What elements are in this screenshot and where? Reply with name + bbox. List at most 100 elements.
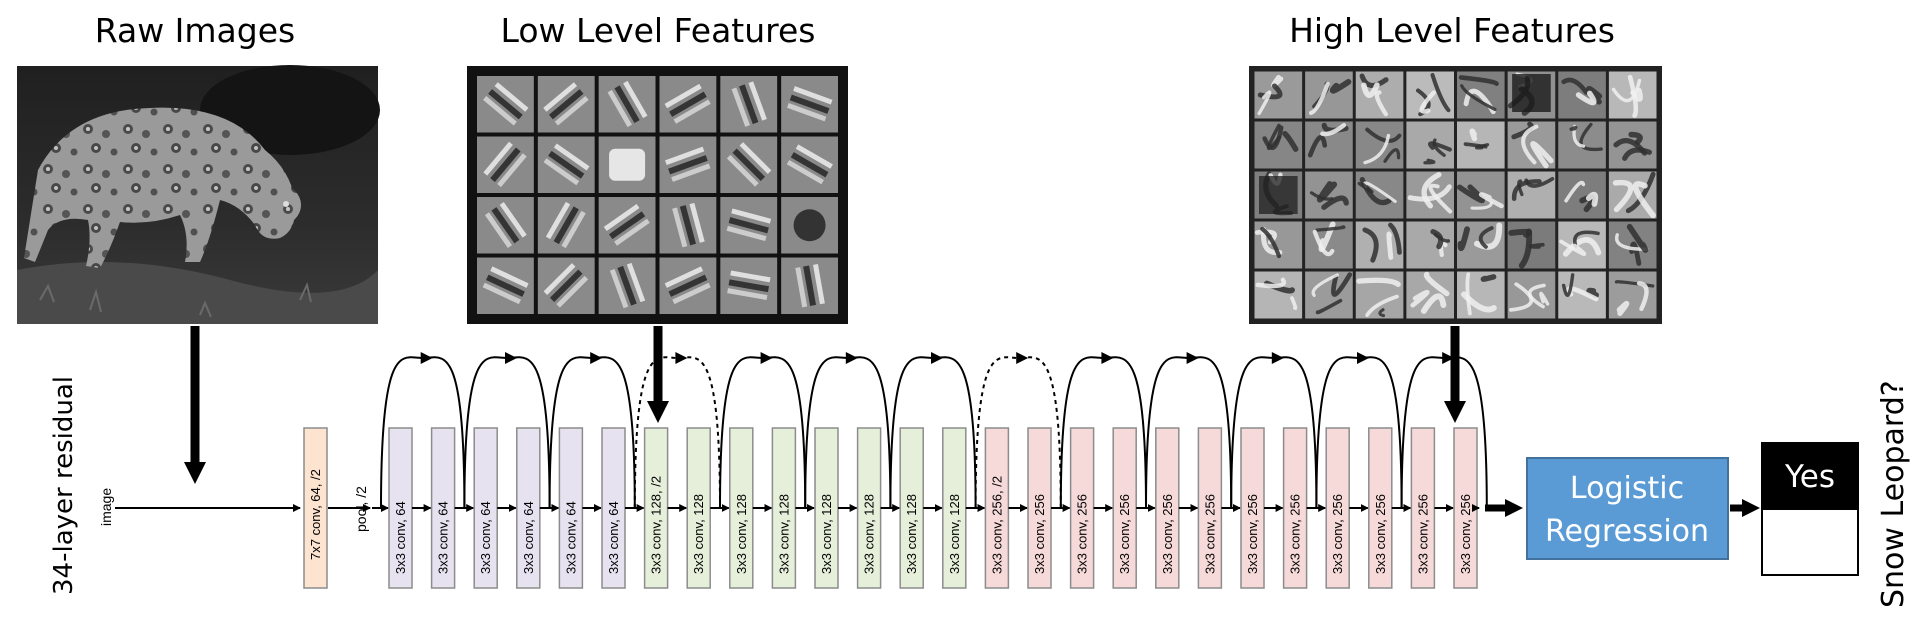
low-feature-cell <box>720 136 778 193</box>
layer-block: 3x3 conv, 256 <box>1368 427 1412 589</box>
layer-block: 3x3 conv, 256 <box>1069 427 1114 589</box>
layer-label: 3x3 conv, 256 <box>1288 494 1303 574</box>
high-feature-cell <box>1608 121 1657 169</box>
low-feature-cell <box>781 136 838 193</box>
high-feature-cell <box>1254 221 1303 269</box>
high-feature-cell <box>1305 171 1353 219</box>
layer-label: 3x3 conv, 256 <box>1330 494 1345 574</box>
low-feature-cell <box>598 76 656 133</box>
high-feature-cell <box>1558 271 1606 319</box>
raw-leopard-image <box>17 65 380 324</box>
layer-block: 3x3 conv, 128 <box>686 427 730 589</box>
layer-label: 3x3 conv, 256 <box>1415 494 1430 574</box>
high-feature-cell <box>1355 171 1404 219</box>
shortcut-arrowhead <box>1271 352 1284 364</box>
low-feature-cell <box>659 76 717 133</box>
layer-7x7-label: 7x7 conv, 64, /2 <box>308 469 323 560</box>
layer-7x7-conv: 7x7 conv, 64, /2 <box>303 427 328 589</box>
low-feature-cell <box>537 136 595 193</box>
high-feature-cell <box>1305 121 1353 169</box>
regression-label: Regression <box>1545 514 1709 549</box>
shortcut-arrowhead <box>675 352 688 364</box>
layer-block: 3x3 conv, 256 <box>1027 427 1071 589</box>
layer-block: 3x3 conv, 128 <box>771 427 815 589</box>
layer-label: 3x3 conv, 128 <box>862 494 877 574</box>
high-feature-cell <box>1406 121 1454 169</box>
layer-label: 3x3 conv, 256 <box>1117 494 1132 574</box>
logistic-label: Logistic <box>1570 471 1684 506</box>
low-feature-cell <box>477 76 534 133</box>
layer-block: 3x3 conv, 256, /2 <box>984 427 1028 589</box>
output-no-box <box>1761 508 1859 576</box>
layer-block: 3x3 conv, 128 <box>814 427 858 589</box>
layer-label: 3x3 conv, 64 <box>563 501 578 574</box>
layer-label: 3x3 conv, 128 <box>776 494 791 574</box>
high-feature-cell <box>1457 271 1505 319</box>
high-feature-cell <box>1305 71 1353 119</box>
layer-label: 3x3 conv, 256 <box>1373 494 1388 574</box>
shortcut-arrowhead <box>420 352 433 364</box>
high-feature-cell <box>1608 271 1657 319</box>
high-feature-cell <box>1507 271 1556 319</box>
high-feature-cell <box>1457 71 1505 119</box>
shortcut-arrowhead <box>760 352 773 364</box>
high-feature-cell <box>1608 221 1657 269</box>
layer-label: 3x3 conv, 128 <box>734 494 749 574</box>
high-feature-cell <box>1456 171 1505 219</box>
high-feature-cell <box>1406 171 1454 219</box>
layer-block: 3x3 conv, 256 <box>1112 427 1156 589</box>
question-label: Snow Leopard? <box>1876 380 1911 608</box>
layer-block: 3x3 conv, 256 <box>1155 427 1199 589</box>
layer-label: 3x3 conv, 256 <box>1458 494 1473 574</box>
shortcut-arrowhead <box>1442 352 1455 364</box>
residual-layer-stack: 3x3 conv, 64 3x3 conv, 64 3x3 conv, 64 3x3 … <box>388 427 1480 589</box>
layer-block: 3x3 conv, 256 <box>1282 427 1327 589</box>
layer-label: 3x3 conv, 128 <box>691 494 706 574</box>
high-feature-cell <box>1355 221 1404 269</box>
high-feature-cell <box>1254 71 1303 119</box>
layer-block: 3x3 conv, 128 <box>942 427 986 589</box>
low-level-feature-grid <box>467 66 848 324</box>
high-feature-cell <box>1254 271 1303 319</box>
layer-label: 3x3 conv, 256 <box>1245 494 1260 574</box>
low-feature-cell <box>477 136 534 193</box>
layer-label: 3x3 conv, 256 <box>1202 494 1217 574</box>
high-feature-cell <box>1558 221 1606 269</box>
input-image-label: image <box>98 488 114 526</box>
low-feature-cell <box>781 257 838 314</box>
low-feature-cell <box>781 76 838 133</box>
layer-block: 3x3 conv, 256 <box>1410 427 1454 589</box>
layer-label: 3x3 conv, 256, /2 <box>989 476 1004 574</box>
high-level-feature-grid <box>1249 66 1662 324</box>
layer-block: 3x3 conv, 64 <box>430 427 475 589</box>
layer-label: 3x3 conv, 256 <box>1160 494 1175 574</box>
layer-block: 3x3 conv, 256 <box>1325 427 1369 589</box>
shortcut-arrowhead <box>1357 352 1369 364</box>
low-feature-cell <box>537 76 595 133</box>
high-level-features-title: High Level Features <box>1289 11 1615 50</box>
output-yes-label: Yes <box>1784 459 1835 495</box>
layer-7x7-box <box>303 427 328 589</box>
layer-label: 3x3 conv, 64 <box>606 501 621 574</box>
high-feature-cell <box>1558 71 1606 119</box>
pool-label: pool, /2 <box>353 486 369 532</box>
high-feature-cell <box>1406 71 1454 119</box>
low-feature-cell <box>477 197 534 254</box>
low-feature-cell <box>720 76 778 133</box>
high-feature-cell <box>1608 71 1657 119</box>
layer-block: 3x3 conv, 256 <box>1453 427 1480 589</box>
shortcut-arrowhead <box>1101 352 1114 364</box>
layer-label: 3x3 conv, 128 <box>819 494 834 574</box>
high-feature-cell <box>1406 221 1454 269</box>
low-feature-cell <box>598 197 656 254</box>
low-feature-cell <box>477 257 534 314</box>
low-feature-cell <box>598 257 656 314</box>
shortcut-arrowhead <box>1016 352 1029 364</box>
layer-label: 3x3 conv, 256 <box>1032 494 1047 574</box>
low-feature-cell <box>659 197 717 254</box>
high-feature-cell <box>1254 121 1303 169</box>
high-feature-cell <box>1507 171 1556 219</box>
high-feature-cell <box>1406 271 1454 319</box>
skip-connections <box>380 352 1488 509</box>
